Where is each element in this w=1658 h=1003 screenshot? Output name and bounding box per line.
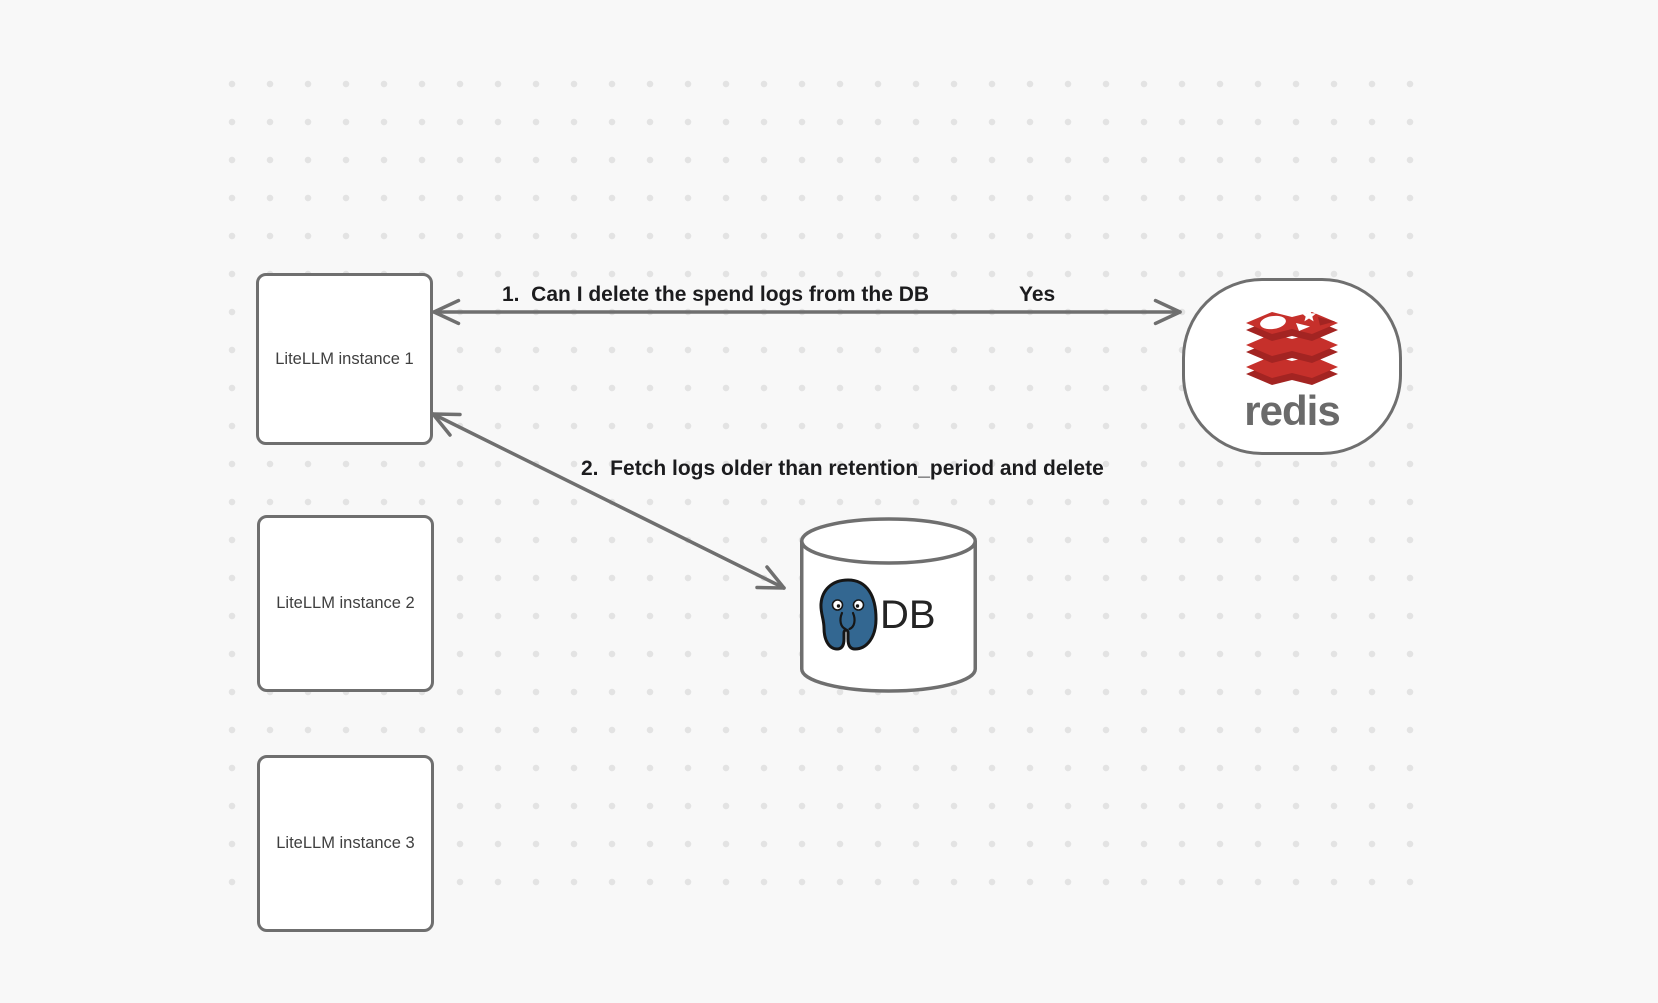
arrowhead-upper-icon <box>431 412 462 437</box>
edge-spend-logs-question[interactable] <box>432 298 1182 326</box>
edge-2-label[interactable]: 2. Fetch logs older than retention_perio… <box>581 457 1104 480</box>
arrowhead-lower-icon <box>755 565 786 590</box>
redis-logo-icon <box>1246 308 1338 385</box>
edge-fetch-delete-logs[interactable] <box>431 412 786 590</box>
node-litellm-instance-1[interactable]: LiteLLM instance 1 <box>256 273 433 445</box>
edge-1-label[interactable]: 1. Can I delete the spend logs from the … <box>502 283 930 306</box>
database-cylinder-icon <box>800 517 977 693</box>
node-redis[interactable]: redis <box>1182 278 1402 455</box>
node-litellm-instance-2[interactable]: LiteLLM instance 2 <box>257 515 434 692</box>
arrowhead-right-icon <box>1153 298 1182 326</box>
edge-1-response-label[interactable]: Yes <box>1019 283 1056 306</box>
arrowhead-left-icon <box>432 298 461 326</box>
node-litellm-instance-3[interactable]: LiteLLM instance 3 <box>257 755 434 932</box>
node-db[interactable]: DB <box>800 517 977 693</box>
node-litellm-instance-2-label: LiteLLM instance 2 <box>276 594 415 612</box>
redis-wordmark-label: redis <box>1244 386 1340 434</box>
node-litellm-instance-1-label: LiteLLM instance 1 <box>275 349 414 368</box>
postgresql-logo-icon <box>819 578 878 651</box>
db-node-label: DB <box>880 593 936 637</box>
node-litellm-instance-3-label: LiteLLM instance 3 <box>276 834 415 852</box>
